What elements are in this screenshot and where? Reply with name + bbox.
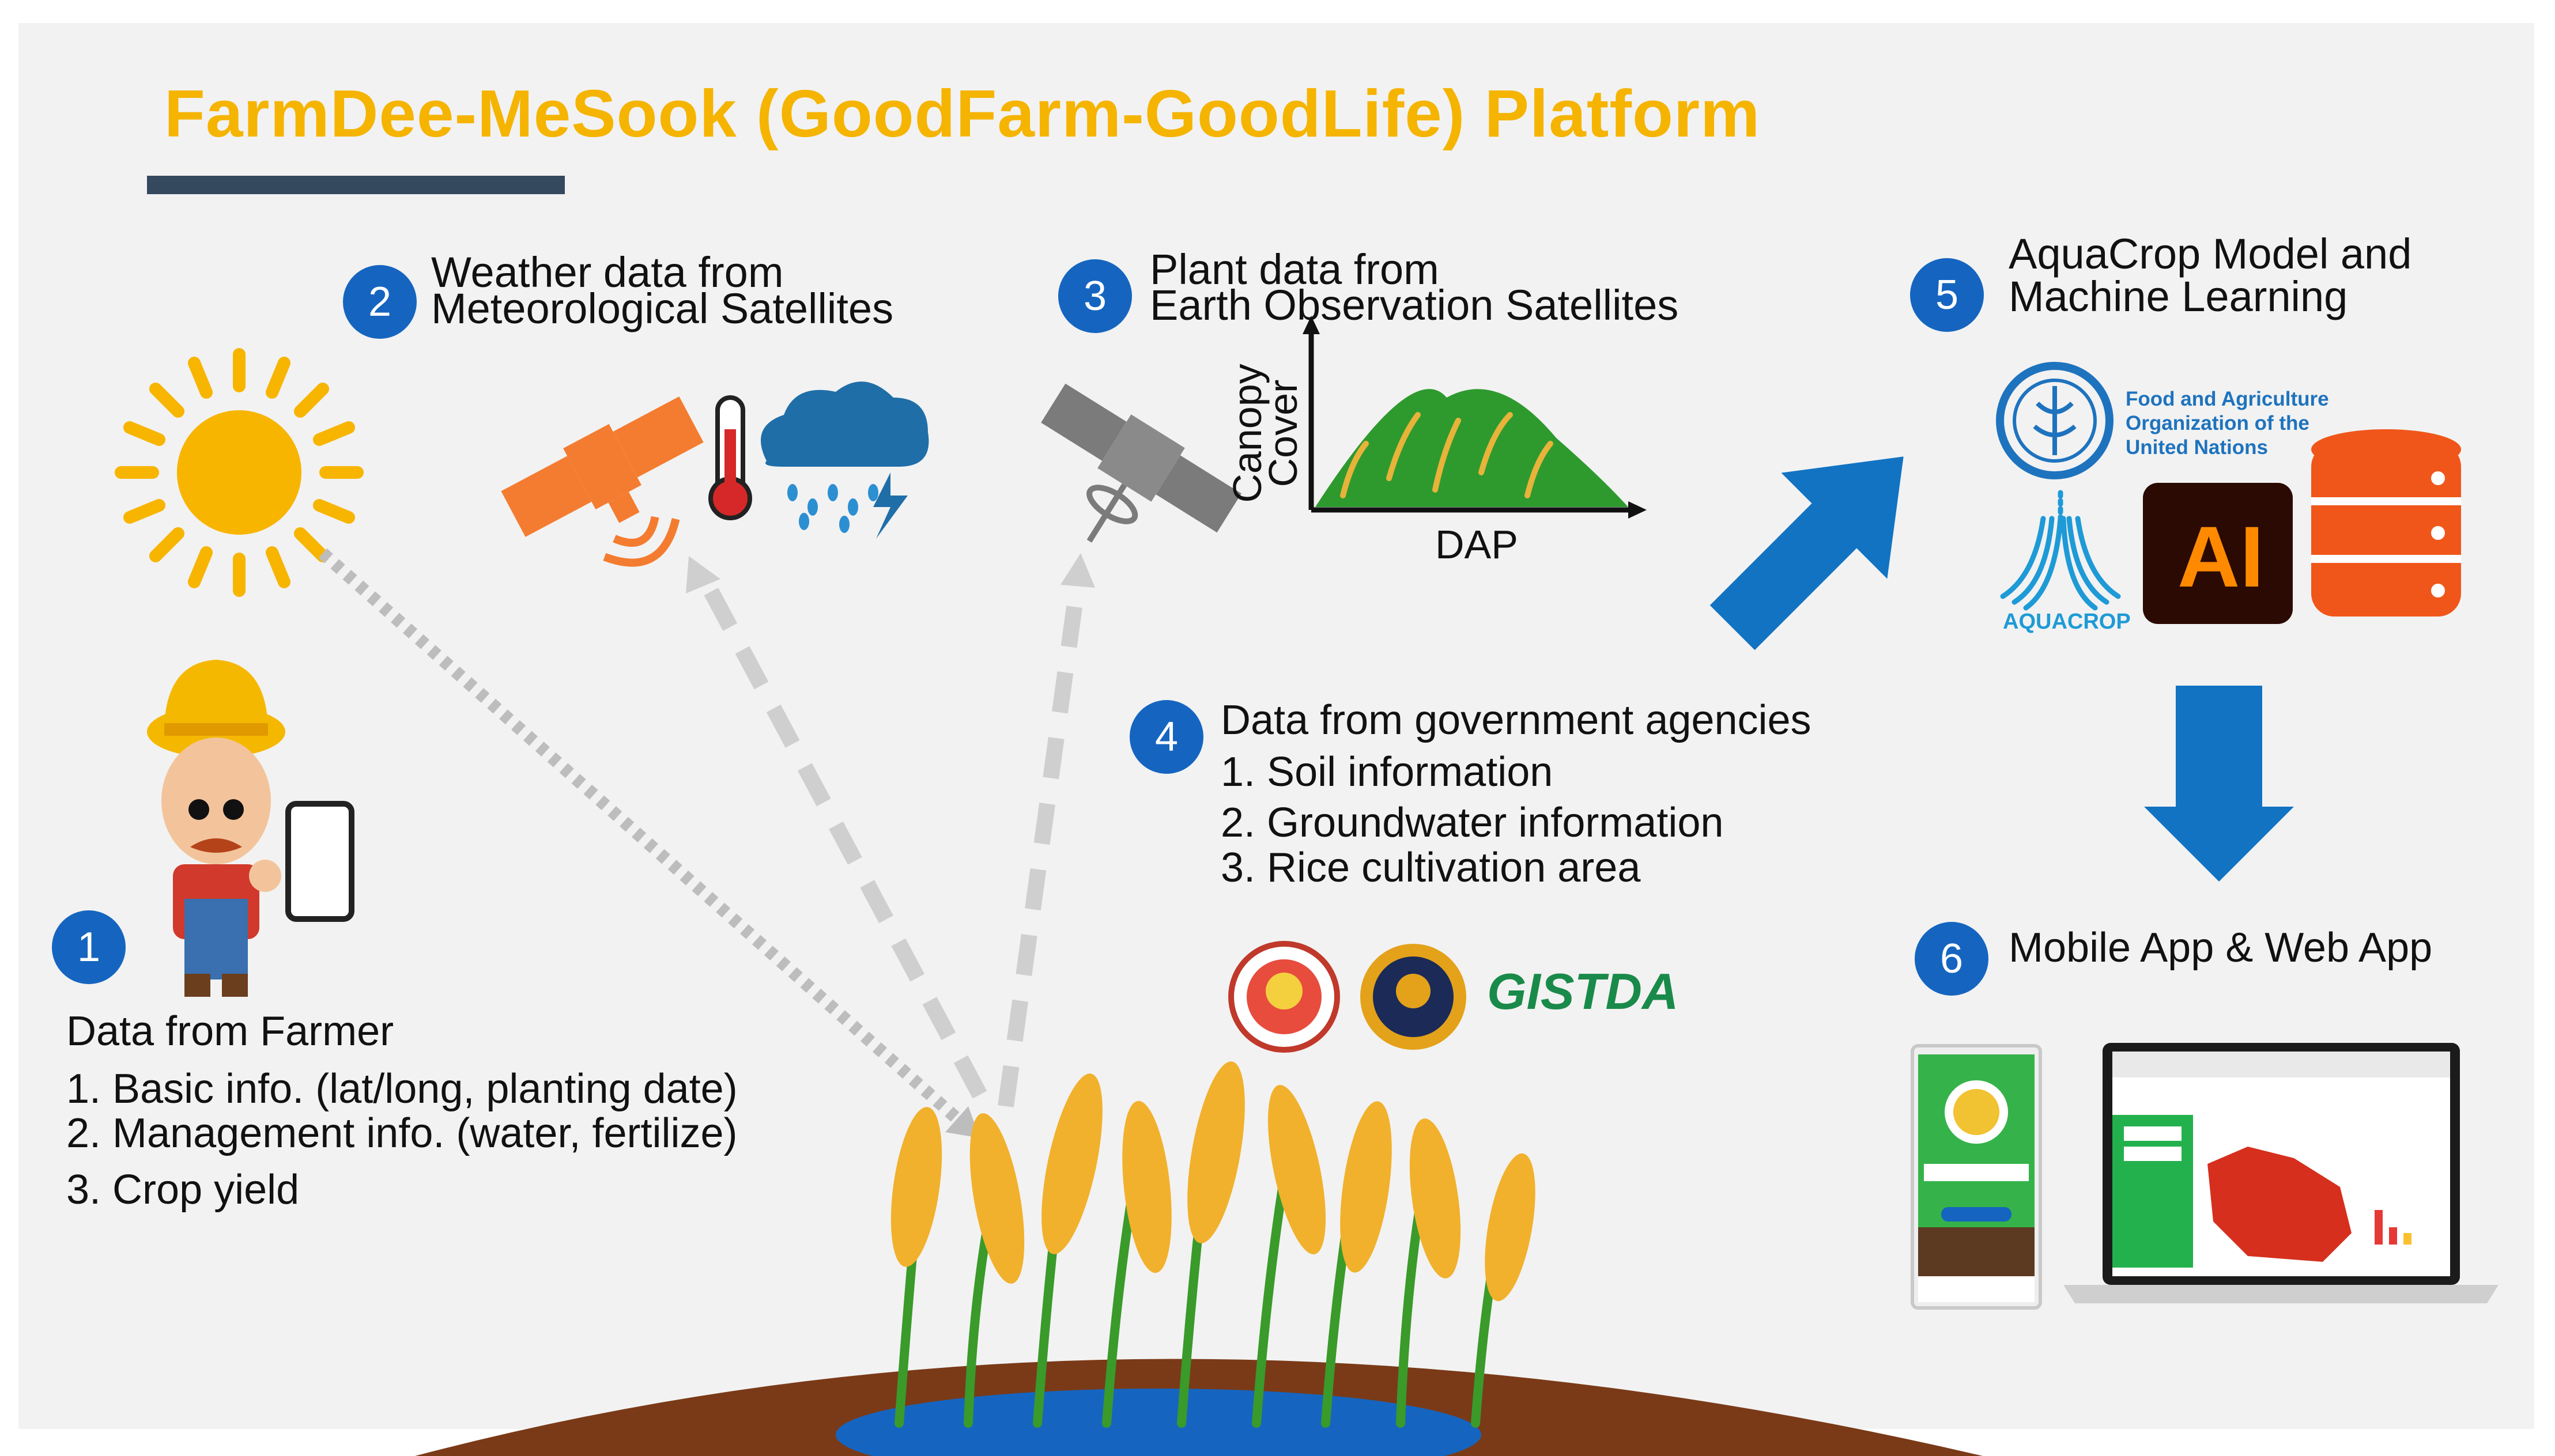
farmer-item-3: 3. Crop yield: [66, 1167, 300, 1213]
fao-text-line3: United Nations: [2126, 436, 2268, 459]
crop-to-observation-satellite-arrow: [998, 581, 1086, 1107]
step-badge-2: 2: [343, 265, 417, 339]
model-heading-line2: Machine Learning: [2009, 273, 2348, 320]
plant-heading-line2: Earth Observation Satellites: [1150, 281, 1679, 329]
canopy-cover-chart: [1303, 316, 1647, 519]
flow-arrow-to-model: [1709, 456, 1904, 651]
gov-item-3: 3. Rice cultivation area: [1221, 845, 1641, 891]
land-department-seal-icon: [1228, 941, 1340, 1053]
gov-item-1: 1. Soil information: [1221, 749, 1553, 795]
fao-text-line1: Food and Agriculture: [2126, 388, 2329, 410]
thermometer-icon: [708, 395, 752, 520]
dap-axis-label: DAP: [1435, 522, 1518, 567]
gistda-logo-icon: GISTDA: [1487, 963, 1679, 1020]
database-icon: [2311, 429, 2461, 617]
rain-cloud-icon: [761, 381, 929, 539]
weather-satellite-icon: [501, 396, 704, 567]
weather-heading-line1: Weather data from: [431, 248, 784, 296]
aquacrop-label: AQUACROP: [2003, 610, 2131, 634]
rice-plants-icon: [890, 1061, 1535, 1428]
aquacrop-logo-icon: [2000, 490, 2121, 611]
canopy-curve: [1315, 389, 1628, 507]
sun-to-crop-arrow: [318, 548, 967, 1129]
plant-heading-line1: Plant data from: [1150, 245, 1439, 293]
step-badge-5: 5: [1910, 258, 1984, 332]
canopy-cover-axis-label: Canopy Cover: [1225, 364, 1305, 503]
paddy-water: [836, 1389, 1481, 1456]
farmer-heading: Data from Farmer: [66, 1008, 394, 1054]
ai-logo-icon: [2143, 483, 2293, 624]
fao-text-line2: Organization of the: [2126, 412, 2309, 434]
ai-label: AI: [2177, 508, 2264, 605]
model-heading-line1: AquaCrop Model and: [2009, 230, 2412, 278]
page-title: FarmDee-MeSook (GoodFarm-GoodLife) Platf…: [164, 76, 1761, 151]
sun-icon: [115, 348, 364, 597]
farmer-item-1: 1. Basic info. (lat/long, planting date): [66, 1066, 738, 1112]
title-underline: [147, 176, 565, 194]
laptop-icon: [2063, 1043, 2499, 1303]
farmer-item-2: 2. Management info. (water, fertilize): [66, 1110, 738, 1156]
step-badge-6: 6: [1915, 922, 1988, 996]
step-badge-1: 1: [52, 910, 126, 984]
gov-heading: Data from government agencies: [1221, 697, 1811, 743]
gov-item-2: 2. Groundwater information: [1221, 800, 1724, 846]
observation-satellite-icon: [1041, 383, 1241, 543]
groundwater-department-seal-icon: [1360, 944, 1466, 1050]
flow-arrow-to-apps: [2144, 686, 2294, 882]
weather-heading-line2: Meteorological Satellites: [431, 285, 894, 332]
apps-heading: Mobile App & Web App: [2009, 925, 2433, 971]
fao-logo-icon: [1996, 362, 2114, 479]
crop-to-weather-satellite-arrow: [699, 578, 987, 1099]
step-badge-3: 3: [1058, 259, 1132, 333]
farmer-icon: [147, 660, 285, 997]
step-badge-4: 4: [1130, 700, 1203, 774]
smartphone-icon: [249, 801, 354, 922]
mobile-app-icon: [1911, 1044, 2042, 1310]
